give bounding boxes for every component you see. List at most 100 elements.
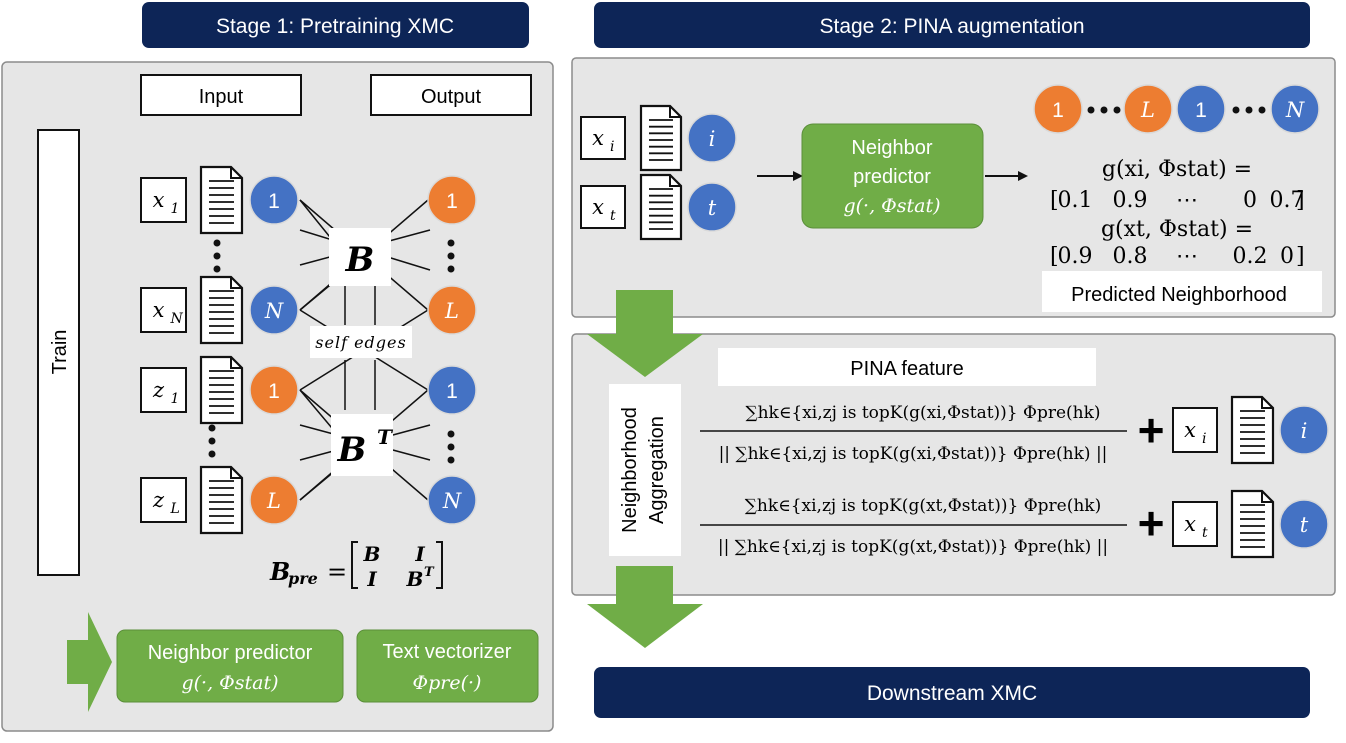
fraction-t-numerator: ∑hk∈{xi,zj is topK(g(xt,Φstat))} Φpre(hk…: [745, 496, 1102, 516]
seq-dot: [1258, 106, 1266, 114]
matrix-left-bracket: [351, 541, 358, 589]
input-doc-icon-0: [199, 165, 244, 235]
feature-node-1: [1279, 499, 1329, 549]
input-var-3-symbol: z: [152, 488, 165, 512]
matrix-cell-12: I: [414, 542, 425, 566]
right-node-3-label: N: [442, 489, 462, 513]
right-node-1-label: L: [444, 299, 459, 323]
text-vectorizer-label: Text vectorizer: [383, 641, 512, 663]
stage2-predictor-box: Neighbor predictor g(·, Φstat): [801, 123, 984, 229]
text-vectorizer-box: Text vectorizer Φpre(·): [356, 629, 539, 703]
stage2-node-0: [687, 113, 737, 163]
left-node-1: [249, 285, 299, 335]
stage1-output-arrow: [67, 612, 112, 712]
predictor-arrows: [757, 171, 1028, 181]
train-label: Train: [49, 330, 71, 375]
aggregation-line1: Neighborhood: [619, 407, 641, 533]
input-var-2-symbol: z: [152, 378, 165, 402]
bpre-equation: B pre = B I I B T: [269, 541, 443, 591]
seq-node-instance-last: [1270, 84, 1320, 134]
left-node-1-label: N: [264, 299, 284, 323]
feature-doc-icon-1: [1230, 489, 1275, 559]
stage2-node-0-label: i: [709, 127, 716, 151]
seq-dot: [1245, 106, 1253, 114]
stage2-predictor-line2: predictor: [853, 166, 931, 188]
fraction-i: ∑hk∈{xi,zj is topK(g(xi,Φstat))} Φpre(hk…: [700, 403, 1127, 464]
stage1-banner: Stage 1: Pretraining XMC: [142, 2, 529, 48]
input-var-3-subscript: L: [170, 501, 180, 517]
vec_xt-close-bracket: ]: [1296, 244, 1305, 269]
neighbor-predictor-formula: g(·, Φstat): [181, 672, 278, 694]
left-node-2: [249, 365, 299, 415]
input-var-0-symbol: x: [153, 188, 165, 212]
stage2-banner-title: Stage 2: PINA augmentation: [819, 15, 1084, 38]
BT-superscript: T: [377, 425, 394, 449]
neighbor-predictor-label: Neighbor predictor: [148, 642, 313, 664]
g-xt-label: g(xt, Φstat) =: [1101, 217, 1253, 242]
seq-dot: [1113, 106, 1121, 114]
input-header: Input: [140, 74, 302, 116]
right-node-3: [427, 475, 477, 525]
plus-sign-i: +: [1138, 404, 1165, 456]
self-edges-label: self edges: [315, 333, 406, 352]
vec_xi-close-bracket: ]: [1296, 188, 1305, 213]
vec_xi-value-4: 0.7: [1270, 188, 1305, 213]
right-node-2: [427, 365, 477, 415]
input-var-0-subscript: 1: [171, 201, 180, 217]
B-box: [329, 228, 391, 286]
feature-node-1-label: t: [1300, 513, 1309, 537]
matrix-cell-22: B: [406, 567, 424, 591]
right-node-1: [427, 285, 477, 335]
down-arrow-bottom: [587, 566, 703, 648]
output-header-label: Output: [421, 86, 481, 108]
seq-dot: [1100, 106, 1108, 114]
seq-node-instance-first: [1176, 84, 1226, 134]
seq-dot: [1232, 106, 1240, 114]
B-label: B: [345, 240, 375, 280]
bpre-equals: =: [327, 558, 347, 586]
stage2-input-var-1-symbol: x: [592, 195, 604, 219]
stage2-bottom-panel: [571, 333, 1336, 596]
downstream-label: Downstream XMC: [867, 682, 1037, 705]
stage2-input-var-0-symbol: x: [592, 126, 604, 150]
prediction-vectors: g(xi, Φstat) = g(xt, Φstat) =: [1101, 157, 1253, 242]
aggregation-box: Neighborhood Aggregation: [609, 384, 681, 556]
seq-node-label-last: [1123, 84, 1173, 134]
left-node-0: [249, 175, 299, 225]
seq-node-label-first: [1033, 84, 1083, 134]
input-doc-icon-2: [199, 355, 244, 425]
neighbor-predictor-box: Neighbor predictor g(·, Φstat): [116, 629, 344, 703]
fraction-t: ∑hk∈{xi,zj is topK(g(xt,Φstat))} Φpre(hk…: [700, 496, 1127, 557]
BT-label: B: [337, 430, 367, 470]
vec_xi-value-1: 0.9: [1113, 188, 1148, 213]
seq-node-instance-first-text: 1: [1195, 99, 1207, 122]
text-vectorizer-formula: Φpre(·): [413, 672, 482, 694]
pina-feature-box: PINA feature: [718, 348, 1096, 386]
vec_xt-open-bracket: [: [1050, 244, 1059, 269]
vec_xt-value-3: 0.2: [1233, 244, 1268, 269]
stage2-predictor-line1: Neighbor: [851, 137, 933, 159]
feature-var-0-symbol: x: [1184, 418, 1196, 442]
matrix-cell-21: I: [366, 567, 377, 591]
fraction-i-denominator: || ∑hk∈{xi,zj is topK(g(xi,Φstat))} Φpre…: [719, 444, 1108, 464]
stage2-node-1: [687, 182, 737, 232]
seq-node-label-first-text: 1: [1052, 99, 1064, 122]
plus-sign-t: +: [1138, 497, 1165, 549]
stage2-node-1-label: t: [708, 196, 717, 220]
pina-feature-label: PINA feature: [850, 358, 963, 380]
right-node-0-label: 1: [446, 190, 458, 213]
stage2-input-var-1-subscript: t: [610, 208, 616, 224]
vec_xi-value-3: 0: [1243, 188, 1257, 213]
stage2-input-var-0-subscript: i: [610, 139, 614, 155]
feature-var-0-subscript: i: [1202, 431, 1206, 447]
feature-var-1-subscript: t: [1202, 525, 1208, 541]
